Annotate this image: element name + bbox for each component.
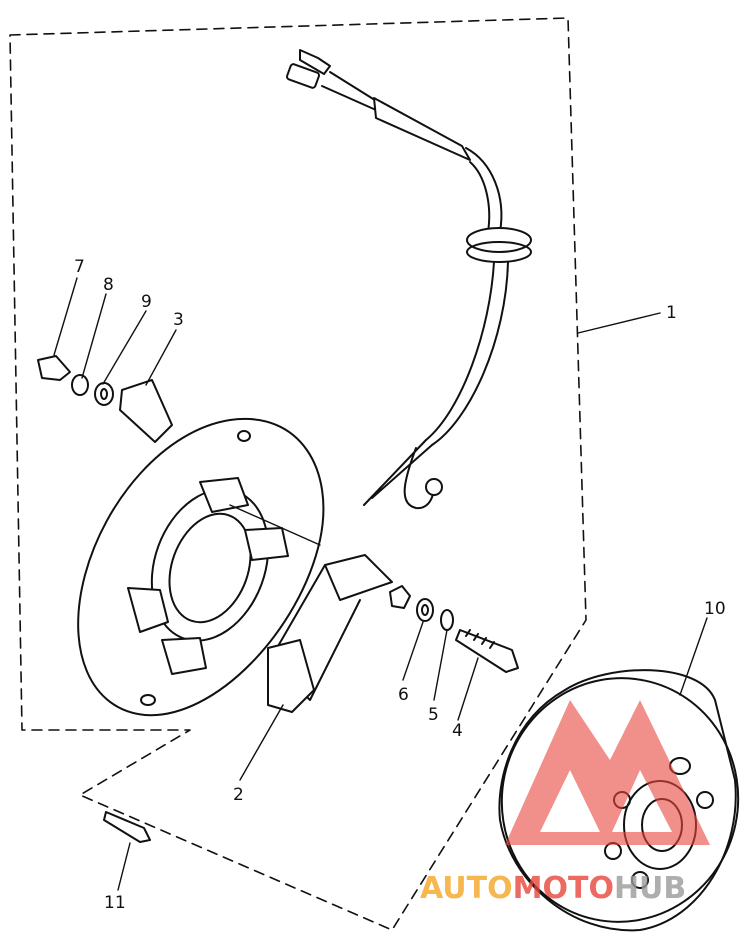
callout-5: 5 (428, 705, 439, 725)
nut (389, 585, 411, 609)
assembly-boundary (9, 17, 587, 931)
callout-3: 3 (173, 310, 184, 330)
callout-6: 6 (398, 685, 409, 705)
wire-harness (286, 49, 532, 510)
callout-1: 1 (666, 303, 677, 323)
callout-9: 9 (141, 292, 152, 312)
callout-11: 11 (104, 893, 126, 913)
pickup-coil (267, 554, 393, 713)
screw-part-11 (103, 811, 151, 843)
washer-part-8 (71, 374, 89, 396)
automotohub-watermark: AUTOMOTOHUB (420, 700, 710, 906)
callout-2: 2 (233, 785, 244, 805)
watermark-text-moto: MOTO (513, 871, 614, 906)
washer-part-5 (440, 609, 454, 631)
leader-lines (53, 277, 708, 891)
callout-4: 4 (452, 721, 463, 741)
screw-part-4 (455, 629, 519, 673)
watermark-text-auto: AUTO (420, 871, 513, 906)
svg-text:AUTOMOTOHUB: AUTOMOTOHUB (420, 871, 686, 906)
washer-part-6 (416, 598, 434, 622)
watermark-triangle-icon (505, 700, 710, 845)
bolt-part-7 (37, 355, 71, 381)
callout-8: 8 (103, 275, 114, 295)
washer-part-9 (94, 382, 114, 406)
callout-10: 10 (704, 599, 726, 619)
bracket-part-3 (119, 379, 173, 443)
stator-base-plate (77, 417, 325, 717)
watermark-text-hub: HUB (614, 871, 686, 906)
callout-7: 7 (74, 257, 85, 277)
